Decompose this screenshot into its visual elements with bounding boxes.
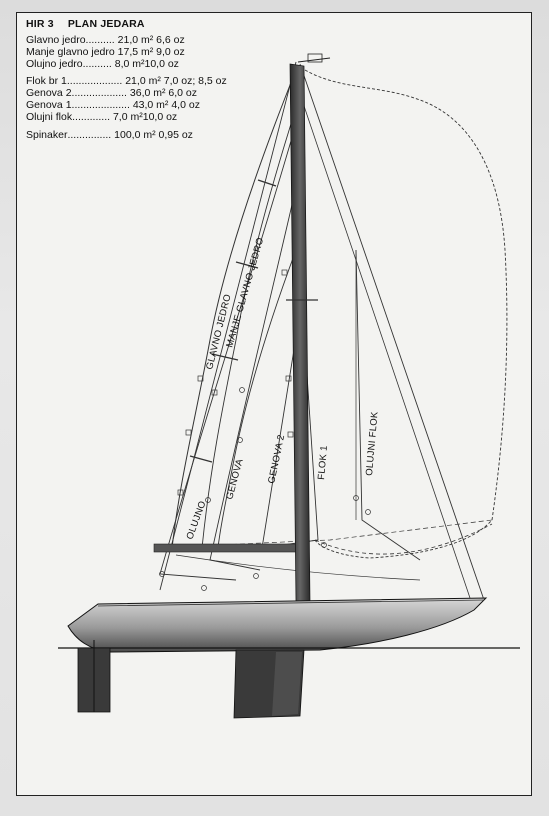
label-manje-glavno-jedro: MANJE GLAVNO JEDRO <box>224 236 266 349</box>
batten-4 <box>189 455 213 463</box>
spinnaker-foot <box>314 523 493 555</box>
label-flok-1: FLOK 1 <box>316 445 330 480</box>
spec-title: HIR 3 PLAN JEDARA <box>26 18 286 30</box>
sail-row: Flok br 1................... 21,0 m² 7,0… <box>26 75 227 87</box>
spinnaker-outline <box>304 69 508 559</box>
sail-row: Olujno jedro.......... 8,0 m²10,0 oz <box>26 58 179 70</box>
sail-row: Genova 2................... 36,0 m² 6,0 … <box>26 87 198 99</box>
batten-2 <box>235 261 259 269</box>
forestay <box>299 63 485 601</box>
plan-title: PLAN JEDARA <box>67 18 145 30</box>
storm-sail-leech <box>217 249 297 549</box>
mainsail-leech <box>171 69 297 549</box>
label-genova-1: GENOVA <box>224 457 246 501</box>
sail-hanks <box>159 269 371 591</box>
sheet-lines-2 <box>175 554 421 581</box>
sail-row: Spinaker............... 100,0 m² 0,95 oz <box>26 129 193 141</box>
sail-row: Olujni flok............. 7,0 m²10,0 oz <box>26 111 178 123</box>
hull <box>67 597 488 653</box>
sheet-lines <box>159 519 493 549</box>
boom <box>153 543 305 553</box>
jib-1-outline <box>261 299 319 549</box>
genoa-1-outline <box>159 109 301 581</box>
mast <box>289 63 311 603</box>
sail-specification-table: HIR 3 PLAN JEDARA Glavno jedro.......... … <box>26 18 286 141</box>
smaller-main-leech <box>201 107 297 549</box>
genoa-2-outline <box>209 169 301 571</box>
sail-row: Glavno jedro.......... 21,0 m² 6,6 oz <box>26 34 185 46</box>
label-genova-2: GENOVA 2 <box>266 434 287 485</box>
boat-model: HIR 3 <box>26 18 54 30</box>
jib-forestay <box>301 99 471 599</box>
sheer-line <box>97 599 485 607</box>
keel-highlight <box>272 652 302 716</box>
storm-jib-outline <box>355 249 421 561</box>
sail-row: Genova 1.................... 43,0 m² 4,0… <box>26 99 200 111</box>
label-olujni-flok: OLUJNI FLOK <box>364 411 381 477</box>
masthead-wind-indicator <box>297 57 331 63</box>
batten-1 <box>257 179 277 187</box>
backstay <box>159 61 297 591</box>
masthead-fitting <box>307 53 323 63</box>
sail-row: Manje glavno jedro 17,5 m² 9,0 oz <box>26 46 185 58</box>
